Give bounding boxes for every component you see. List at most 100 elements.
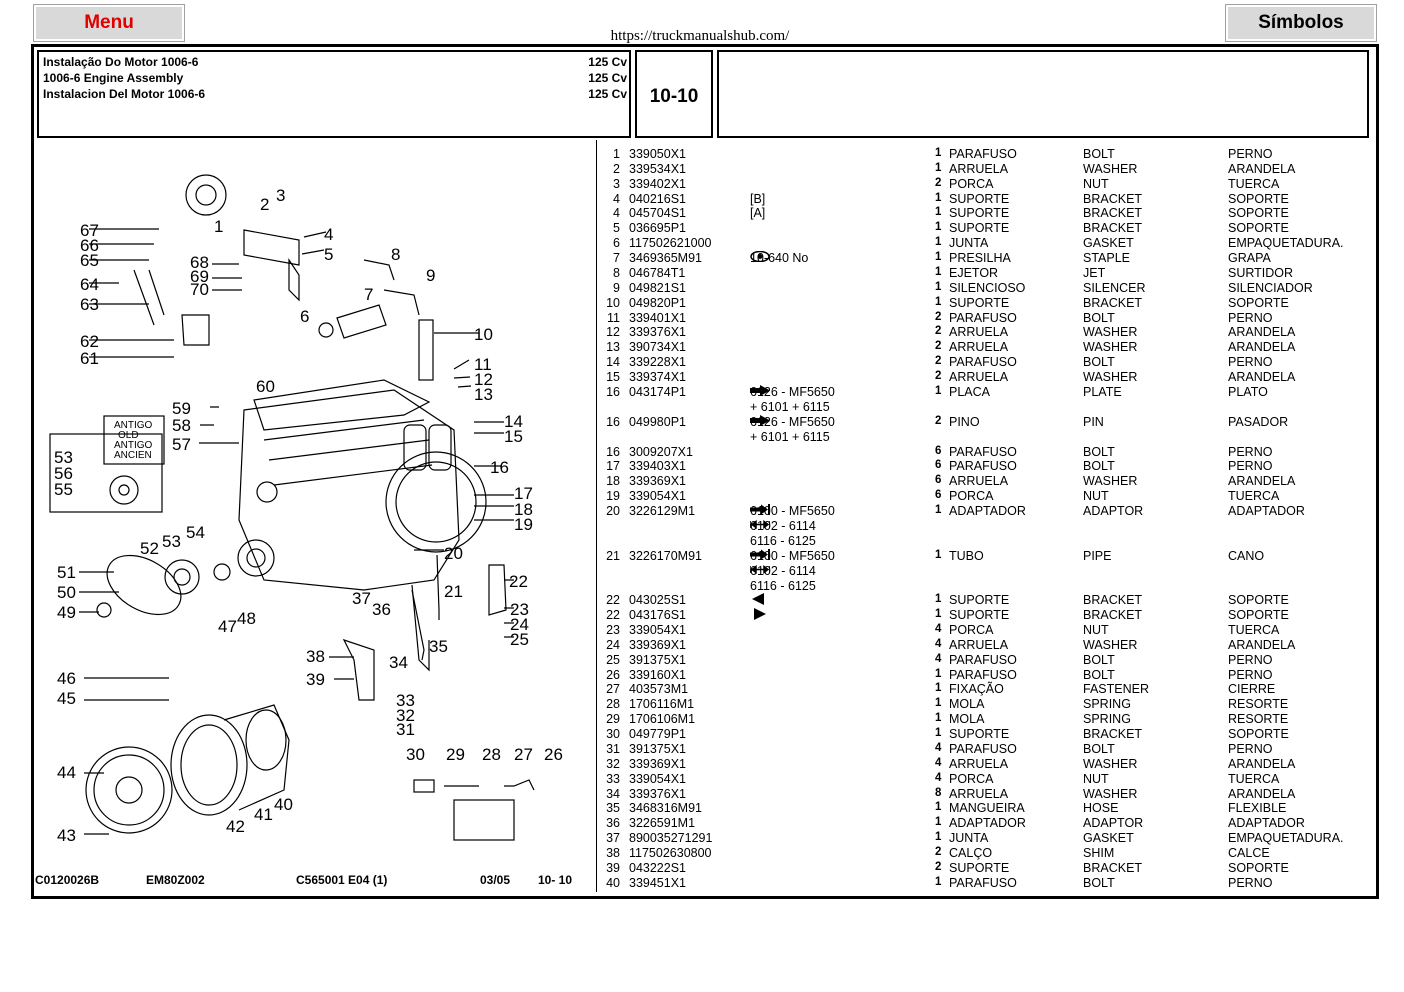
svg-text:63: 63: [80, 295, 99, 314]
part-number: 339369X1: [629, 756, 687, 771]
quantity: 1: [935, 548, 942, 561]
svg-text:42: 42: [226, 817, 245, 836]
part-number: 043025S1: [629, 593, 687, 608]
svg-text:40: 40: [274, 795, 293, 814]
description-pt: SUPORTE: [949, 206, 1010, 221]
description-es: RESORTE: [1228, 712, 1289, 727]
description-pt: MOLA: [949, 697, 985, 712]
svg-text:49: 49: [57, 603, 76, 622]
quantity: 1: [935, 251, 942, 264]
triangle-right-icon: [750, 608, 770, 623]
silencer: [336, 304, 387, 339]
description-es: PERNO: [1228, 310, 1273, 325]
svg-text:34: 34: [389, 653, 408, 672]
svg-text:48: 48: [237, 609, 256, 628]
column-divider: [596, 140, 597, 892]
front-pulley: [237, 539, 275, 577]
description-es: PERNO: [1228, 875, 1273, 890]
description-en: HOSE: [1083, 801, 1119, 816]
svg-text:45: 45: [57, 689, 76, 708]
description-en: BRACKET: [1083, 191, 1143, 206]
part-number: 403573M1: [629, 682, 689, 697]
description-en: NUT: [1083, 176, 1109, 191]
description-en: GASKET: [1083, 831, 1134, 846]
quantity: 1: [935, 682, 942, 695]
symbols-button[interactable]: Símbolos: [1225, 4, 1377, 42]
description-pt: PARAFUSO: [949, 652, 1017, 667]
part-number: 036695P1: [629, 221, 687, 236]
description-es: SOPORTE: [1228, 295, 1289, 310]
description-pt: PARAFUSO: [949, 875, 1017, 890]
menu-button[interactable]: Menu: [33, 4, 185, 42]
ref-number: 29: [606, 712, 620, 727]
description-pt: SUPORTE: [949, 608, 1010, 623]
description-pt: PORCA: [949, 771, 994, 786]
svg-text:19: 19: [514, 515, 533, 534]
quantity: 4: [935, 652, 942, 665]
ref-number: 3: [613, 176, 620, 191]
ref-number: 40: [606, 875, 620, 890]
description-pt: PLACA: [949, 384, 990, 399]
quantity: 4: [935, 771, 942, 784]
ref-number: 24: [606, 637, 620, 652]
svg-text:18: 18: [514, 500, 533, 519]
svg-text:65: 65: [80, 251, 99, 270]
quantity: 6: [935, 474, 942, 487]
svg-text:12: 12: [474, 370, 493, 389]
svg-text:32: 32: [396, 706, 415, 725]
description-pt: PARAFUSO: [949, 355, 1017, 370]
quantity: 2: [935, 860, 942, 873]
description-pt: ARRUELA: [949, 161, 1009, 176]
svg-text:53: 53: [162, 532, 181, 551]
description-pt: PORCA: [949, 622, 994, 637]
part-number: 339534X1: [629, 161, 687, 176]
quantity: 6: [935, 459, 942, 472]
svg-text:56: 56: [54, 464, 73, 483]
description-pt: SILENCIOSO: [949, 280, 1026, 295]
range-arrow-icon: [749, 519, 771, 533]
svg-text:5: 5: [324, 245, 333, 264]
ref-number: 23: [606, 622, 620, 637]
description-en: SHIM: [1083, 845, 1115, 860]
svg-text:14: 14: [504, 412, 523, 431]
description-es: CALCE: [1228, 845, 1270, 860]
part-note-2: + 6101 + 6115: [750, 429, 830, 444]
page-frame: [31, 44, 1379, 899]
description-en: ADAPTOR: [1083, 816, 1144, 831]
svg-text:46: 46: [57, 669, 76, 688]
svg-text:67: 67: [80, 221, 99, 240]
svg-text:22: 22: [509, 572, 528, 591]
description-es: PERNO: [1228, 147, 1273, 161]
ref-number: 21: [606, 548, 620, 563]
part-note: 6100 - MF5650: [750, 548, 835, 563]
quantity: 1: [935, 504, 942, 516]
ref-number: 22: [606, 593, 620, 608]
description-es: SILENCIADOR: [1228, 280, 1313, 295]
description-es: GRAPA: [1228, 251, 1271, 266]
ref-number: 38: [606, 845, 620, 860]
svg-text:20: 20: [444, 544, 463, 563]
description-es: SURTIDOR: [1228, 265, 1294, 280]
description-en: WASHER: [1083, 786, 1138, 801]
ref-number: 32: [606, 756, 620, 771]
arrow-right-stop-icon: [750, 504, 770, 518]
description-es: EMPAQUETADURA.: [1228, 831, 1344, 846]
quantity: 1: [935, 384, 942, 397]
arrow-right-icon: [750, 384, 770, 399]
description-es: SOPORTE: [1228, 593, 1289, 608]
svg-text:54: 54: [186, 523, 205, 542]
description-es: PERNO: [1228, 444, 1273, 459]
description-es: TUERCA: [1228, 489, 1280, 504]
quantity: 8: [935, 786, 942, 799]
description-pt: ARRUELA: [949, 637, 1009, 652]
svg-text:24: 24: [510, 615, 529, 634]
part-number: 339451X1: [629, 875, 687, 890]
svg-text:41: 41: [254, 805, 273, 824]
part-number: 339403X1: [629, 459, 687, 474]
description-en: NUT: [1083, 489, 1109, 504]
description-en: BOLT: [1083, 652, 1115, 667]
part-number: 339401X1: [629, 310, 687, 325]
ref-number: 1: [613, 147, 620, 161]
svg-text:21: 21: [444, 582, 463, 601]
description-pt: ADAPTADOR: [949, 816, 1026, 831]
